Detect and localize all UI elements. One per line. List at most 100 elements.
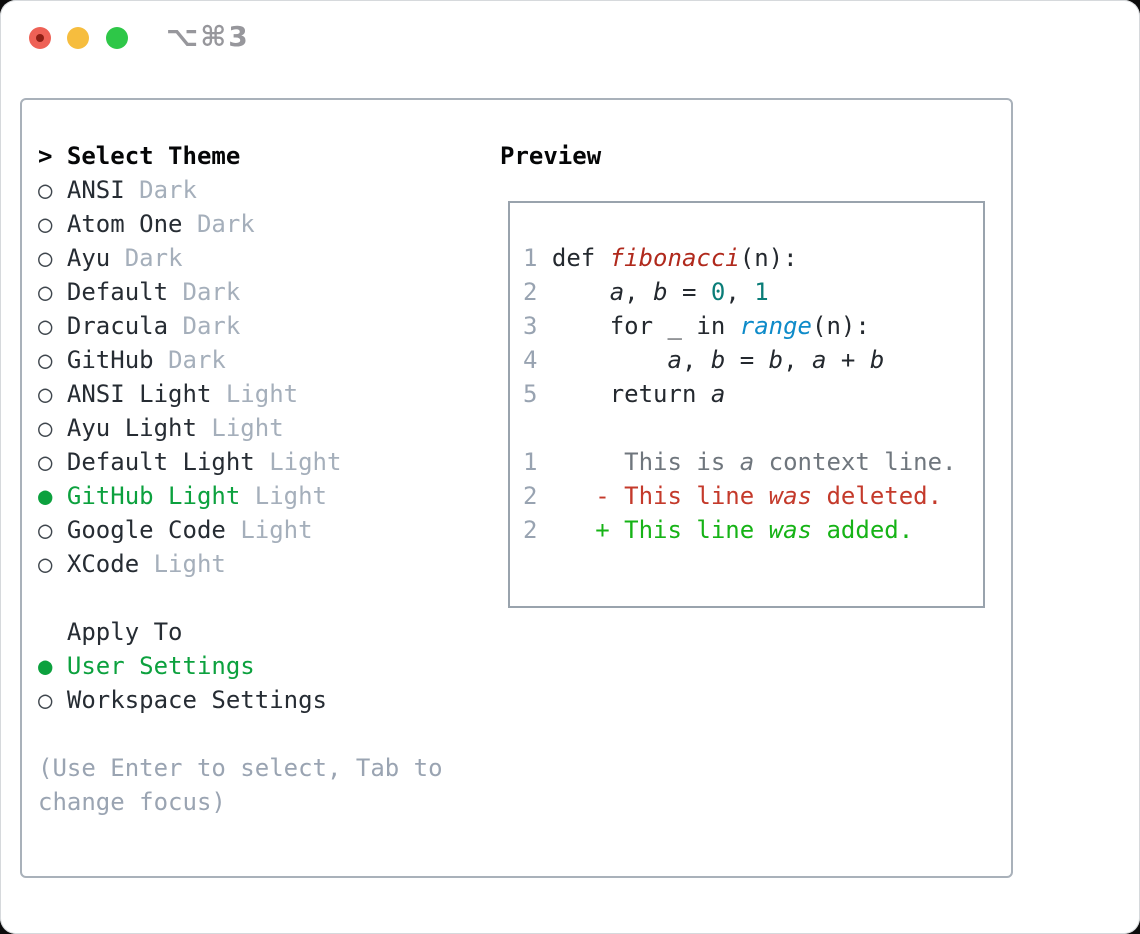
code-token: b <box>710 346 726 374</box>
code-token: for _ in <box>551 312 740 340</box>
code-token: 1 <box>754 278 769 306</box>
radio-icon: ○ <box>38 210 53 238</box>
theme-column: > Select Theme ○ ANSI Dark○ Atom One Dar… <box>38 139 488 819</box>
theme-option-atom-one[interactable]: ○ Atom One Dark <box>38 207 488 241</box>
theme-option-label: Default Light <box>66 448 255 476</box>
code-token: = <box>725 346 769 374</box>
theme-option-label: Ayu Light <box>66 414 197 442</box>
radio-icon: ○ <box>38 346 53 374</box>
code-token: a <box>812 346 827 374</box>
apply-option-workspace-settings[interactable]: ○ Workspace Settings <box>38 683 488 717</box>
code-token <box>552 278 610 306</box>
theme-variant-label: Dark <box>124 244 183 272</box>
titlebar: ⌥⌘3 <box>0 0 1140 98</box>
code-token: (n): <box>739 244 798 272</box>
theme-option-ayu[interactable]: ○ Ayu Dark <box>38 241 488 275</box>
theme-option-label: ANSI Light <box>66 380 212 408</box>
code-line: 2 - This line was deleted. <box>510 479 983 513</box>
theme-variant-label: Dark <box>196 210 255 238</box>
window-shortcut-label: ⌥⌘3 <box>166 20 250 53</box>
apply-to-list: ● User Settings○ Workspace Settings <box>38 649 488 717</box>
code-line: 2 a, b = 0, 1 <box>510 275 983 309</box>
line-number: 2 <box>523 278 538 306</box>
line-number: 3 <box>523 312 538 340</box>
theme-option-ayu-light[interactable]: ○ Ayu Light Light <box>38 411 488 445</box>
line-number: 4 <box>523 346 538 374</box>
code-token: , <box>681 346 711 374</box>
theme-option-github[interactable]: ○ GitHub Dark <box>38 343 488 377</box>
code-token: def <box>551 244 610 272</box>
theme-option-default[interactable]: ○ Default Dark <box>38 275 488 309</box>
close-button-icon[interactable] <box>29 27 51 49</box>
theme-option-label: Google Code <box>66 516 226 544</box>
code-token: 0 <box>710 278 726 306</box>
code-line: 1 This is a context line. <box>510 445 983 479</box>
theme-option-dracula[interactable]: ○ Dracula Dark <box>38 309 488 343</box>
radio-selected-icon: ● <box>38 482 53 510</box>
code-line: 5 return a <box>510 377 983 411</box>
code-token: a <box>710 380 726 408</box>
code-token: + This line <box>551 516 769 544</box>
apply-to-header: Apply To <box>38 615 488 649</box>
code-token: This is <box>551 448 740 476</box>
code-line: 4 a, b = b, a + b <box>510 343 983 377</box>
cursor-arrow-icon: > <box>38 142 53 170</box>
code-token: was <box>768 516 813 544</box>
radio-icon: ○ <box>38 448 53 476</box>
code-token: was <box>768 482 813 510</box>
code-token: , <box>725 278 755 306</box>
theme-variant-label: Light <box>153 550 226 578</box>
code-token: b <box>768 346 784 374</box>
code-token: b <box>869 346 885 374</box>
code-line: 1 def fibonacci(n): <box>510 241 983 275</box>
theme-option-ansi[interactable]: ○ ANSI Dark <box>38 173 488 207</box>
code-token: fibonacci <box>609 244 740 272</box>
theme-variant-label: Dark <box>182 312 241 340</box>
apply-option-user-settings[interactable]: ● User Settings <box>38 649 488 683</box>
code-token: context line. <box>754 448 957 476</box>
code-token: a <box>609 278 625 306</box>
radio-icon: ○ <box>38 550 53 578</box>
theme-variant-label: Light <box>225 380 299 408</box>
radio-icon: ○ <box>38 176 53 204</box>
theme-option-label: GitHub Light <box>66 482 241 510</box>
theme-selector-panel: > Select Theme ○ ANSI Dark○ Atom One Dar… <box>20 98 1013 878</box>
theme-option-label: Atom One <box>66 210 183 238</box>
code-token: a <box>739 448 755 476</box>
line-number: 2 <box>523 482 538 510</box>
theme-option-google-code[interactable]: ○ Google Code Light <box>38 513 488 547</box>
theme-option-ansi-light[interactable]: ○ ANSI Light Light <box>38 377 488 411</box>
line-number: 5 <box>523 380 538 408</box>
theme-list: ○ ANSI Dark○ Atom One Dark○ Ayu Dark○ De… <box>38 173 488 581</box>
code-token: , <box>783 346 813 374</box>
minimize-button-icon[interactable] <box>67 27 89 49</box>
code-token: range <box>739 312 812 340</box>
line-number: 2 <box>523 516 538 544</box>
preview-column: Preview <box>500 139 1000 173</box>
code-token: deleted. <box>812 482 943 510</box>
radio-icon: ○ <box>38 312 53 340</box>
keyboard-hint-text: (Use Enter to select, Tab to change focu… <box>38 754 458 816</box>
theme-option-label: Default <box>66 278 169 306</box>
code-token: return <box>551 380 711 408</box>
theme-variant-label: Dark <box>182 278 241 306</box>
theme-option-github-light[interactable]: ● GitHub Light Light <box>38 479 488 513</box>
theme-variant-label: Light <box>240 516 313 544</box>
theme-option-default-light[interactable]: ○ Default Light Light <box>38 445 488 479</box>
code-token: a <box>667 346 682 374</box>
theme-option-xcode[interactable]: ○ XCode Light <box>38 547 488 581</box>
theme-option-label: XCode <box>66 550 140 578</box>
code-token: (n): <box>812 312 870 340</box>
theme-variant-label: Light <box>211 414 284 442</box>
code-line: 3 for _ in range(n): <box>510 309 983 343</box>
code-token: b <box>653 278 668 306</box>
line-number: 1 <box>523 448 538 476</box>
zoom-button-icon[interactable] <box>106 27 128 49</box>
apply-to-title: Apply To <box>66 618 183 646</box>
code-line <box>510 411 983 445</box>
spacer <box>38 581 488 615</box>
code-token: + <box>826 346 870 374</box>
radio-icon: ○ <box>38 380 53 408</box>
